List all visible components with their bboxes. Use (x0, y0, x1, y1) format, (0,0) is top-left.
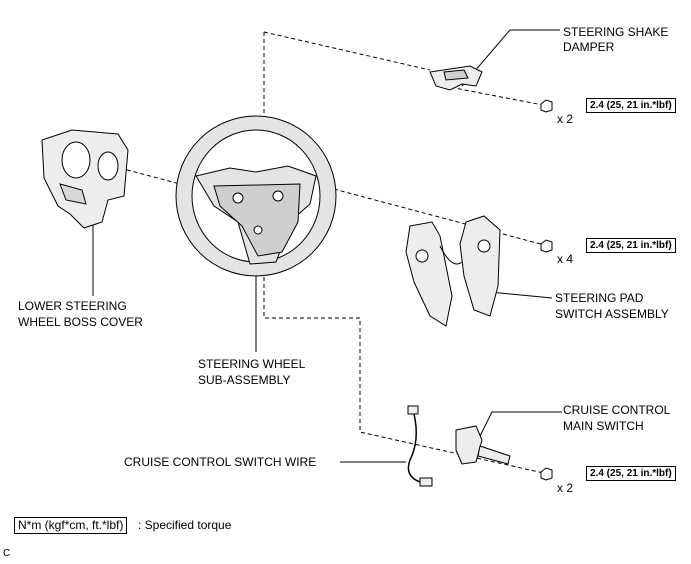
lower-cover-label-line1: LOWER STEERING (18, 299, 127, 313)
bolt-quantity-1: x 2 (557, 112, 574, 126)
shake-damper-label-line2: DAMPER (563, 40, 615, 54)
legend-torque-unit: N*m (kgf*cm, ft.*lbf) (14, 517, 128, 534)
bolt-3 (540, 467, 553, 481)
legend-description: : Specified torque (138, 518, 232, 532)
cruise-control-main-switch-part (455, 425, 511, 465)
lower-cover-label-line2: WHEEL BOSS COVER (18, 315, 143, 329)
figure-code: C (3, 548, 11, 559)
cruise-main-switch-label-line2: MAIN SWITCH (563, 419, 644, 433)
bolt-quantity-3: x 2 (557, 481, 574, 495)
torque-spec-2: 2.4 (25, 21 in.*lbf) (586, 238, 676, 253)
pad-switch-label-line1: STEERING PAD (555, 291, 644, 305)
torque-spec-3: 2.4 (25, 21 in.*lbf) (586, 466, 676, 481)
cruise-main-switch-label-line1: CRUISE CONTROL (563, 403, 671, 417)
steering-shake-damper-part (429, 65, 483, 91)
steering-pad-switch-assembly-part (405, 215, 501, 327)
cruise-wire-label: CRUISE CONTROL SWITCH WIRE (124, 455, 317, 469)
bolt-2 (540, 239, 553, 253)
leader-lines (92, 29, 562, 463)
shake-damper-label-line1: STEERING SHAKE (563, 25, 669, 39)
pad-switch-label-line2: SWITCH ASSEMBLY (555, 307, 669, 321)
bolt-1 (540, 99, 553, 113)
steering-wheel-label-line1: STEERING WHEEL (198, 357, 306, 371)
torque-spec-1: 2.4 (25, 21 in.*lbf) (586, 98, 676, 113)
steering-wheel-part (175, 115, 337, 277)
lower-steering-wheel-boss-cover-part (41, 129, 129, 229)
bolt-quantity-2: x 4 (557, 252, 574, 266)
cruise-control-switch-wire-part (407, 405, 433, 487)
steering-wheel-label-line2: SUB-ASSEMBLY (198, 373, 291, 387)
